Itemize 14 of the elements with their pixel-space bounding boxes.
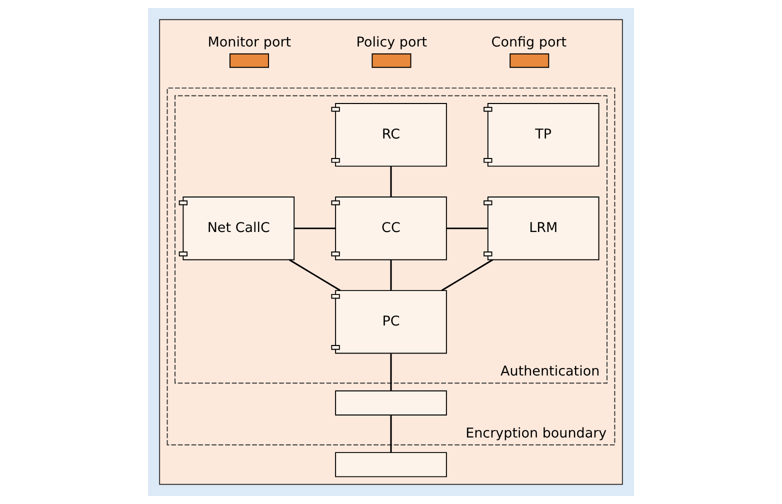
node-label: Monitor port bbox=[208, 34, 292, 50]
node-box bbox=[335, 452, 447, 478]
connector bbox=[390, 415, 392, 452]
connector bbox=[294, 228, 336, 230]
node-box bbox=[335, 390, 447, 416]
connector bbox=[390, 166, 392, 197]
connector bbox=[446, 228, 488, 230]
cluster bbox=[159, 19, 623, 485]
node-label: Policy port bbox=[356, 34, 428, 50]
connector bbox=[390, 260, 392, 290]
connector bbox=[288, 259, 341, 292]
connector bbox=[441, 259, 494, 292]
connector bbox=[390, 354, 392, 391]
node-label: Config port bbox=[491, 34, 567, 50]
